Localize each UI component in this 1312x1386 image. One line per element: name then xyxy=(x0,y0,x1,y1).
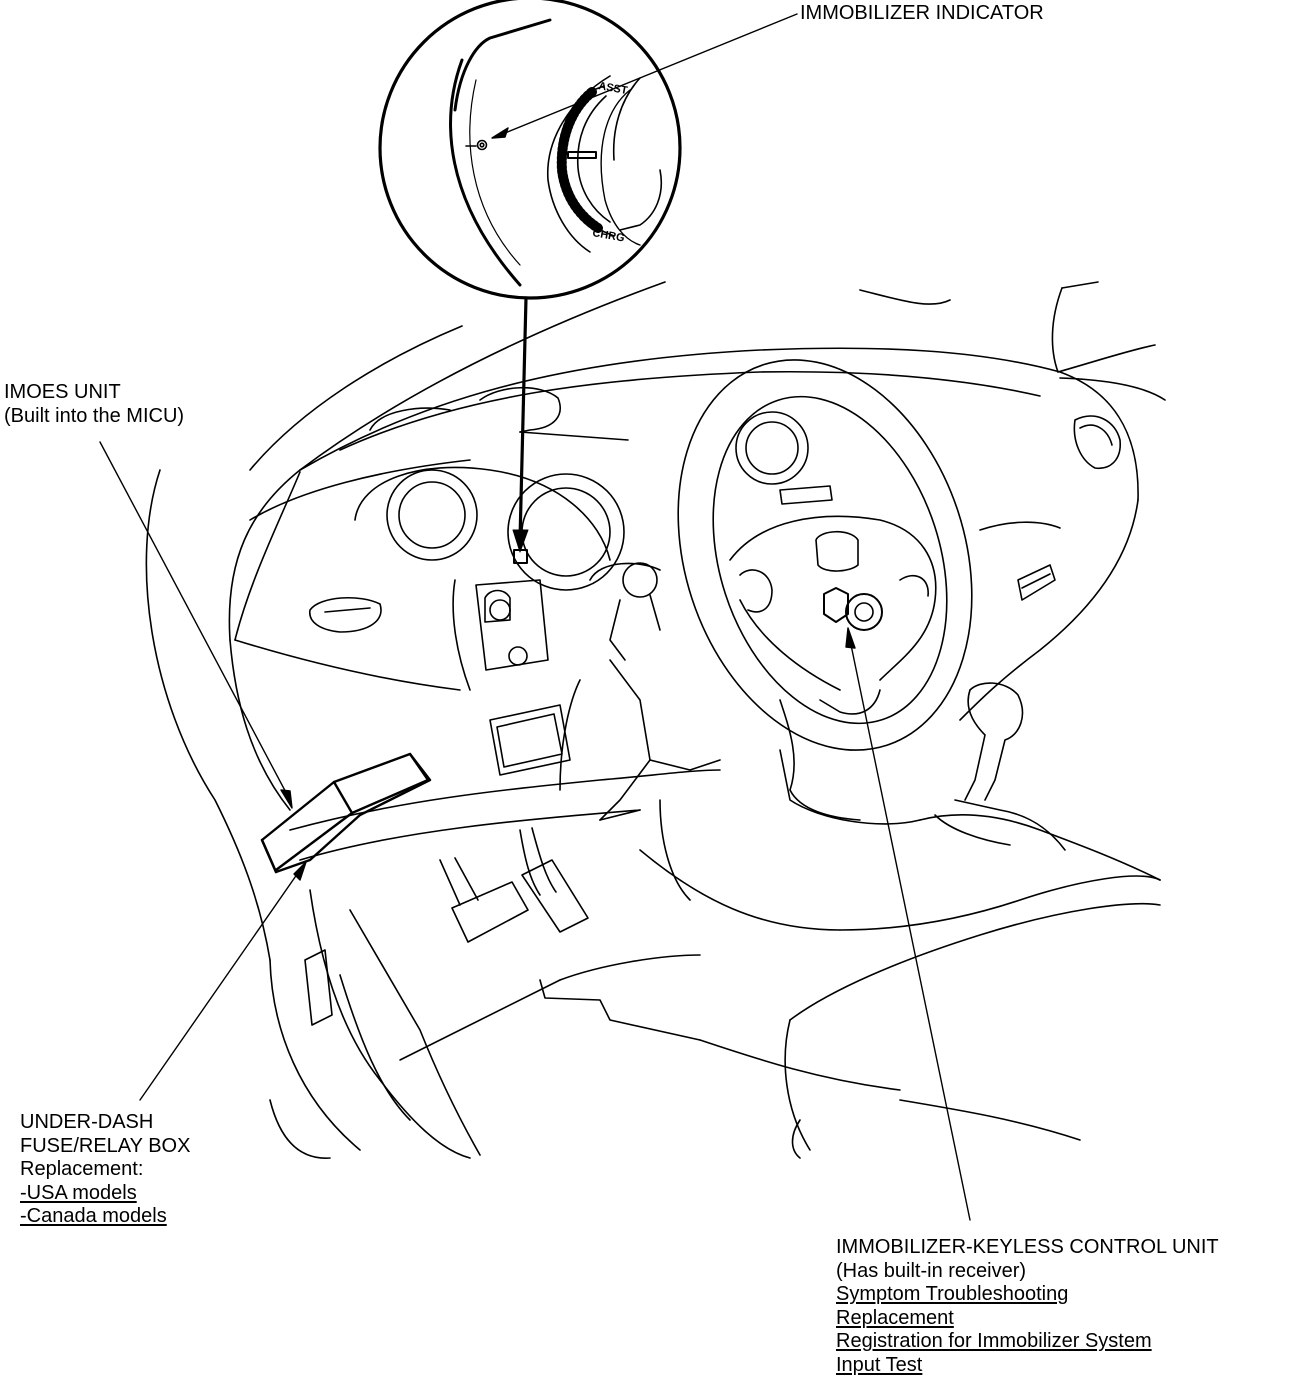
keyless-unit-title: IMMOBILIZER-KEYLESS CONTROL UNIT xyxy=(836,1236,1219,1258)
input-test-link[interactable]: Input Test xyxy=(836,1353,923,1376)
immobilizer-indicator-title: IMMOBILIZER INDICATOR xyxy=(800,2,1044,24)
instrument-cluster xyxy=(354,411,833,691)
immobilizer-indicator-label: IMMOBILIZER INDICATOR xyxy=(800,2,1044,26)
replacement-link[interactable]: Replacement xyxy=(836,1306,954,1329)
cabin-outline xyxy=(145,281,1166,1151)
lower-dash xyxy=(289,659,1161,931)
gauge-chrg-label: CHRG xyxy=(591,227,625,244)
callout-leaders xyxy=(99,13,971,1221)
usa-models-link[interactable]: -USA models xyxy=(20,1181,137,1204)
immobilizer-key-icon xyxy=(465,139,488,151)
imoes-unit-label: IMOES UNIT (Built into the MICU) xyxy=(4,381,184,428)
steering-wheel xyxy=(659,359,973,901)
keyless-control-unit-label: IMMOBILIZER-KEYLESS CONTROL UNIT (Has bu… xyxy=(836,1236,1219,1377)
canada-models-link[interactable]: -Canada models xyxy=(20,1205,167,1227)
pedals xyxy=(439,827,589,943)
magnified-indicator-callout: ASST CHRG xyxy=(378,0,682,300)
imoes-unit-subtitle: (Built into the MICU) xyxy=(4,404,185,427)
imoes-unit-title: IMOES UNIT xyxy=(4,381,121,403)
fuse-box-title-line2: FUSE/RELAY BOX xyxy=(20,1134,191,1157)
steering-stalks xyxy=(589,562,661,661)
keyless-unit-subtitle: (Has built-in receiver) xyxy=(836,1259,1027,1282)
registration-link[interactable]: Registration for Immobilizer System xyxy=(836,1330,1152,1352)
fuse-box-replacement-heading: Replacement: xyxy=(20,1158,144,1180)
dashboard xyxy=(234,347,1139,721)
fuse-relay-box-label: UNDER-DASH FUSE/RELAY BOX Replacement: -… xyxy=(20,1111,190,1229)
fuse-relay-box-drawing xyxy=(260,752,432,874)
symptom-troubleshooting-link[interactable]: Symptom Troubleshooting xyxy=(836,1283,1069,1305)
fuse-box-title-line1: UNDER-DASH xyxy=(20,1111,154,1133)
floor-and-seat xyxy=(269,889,1161,1159)
